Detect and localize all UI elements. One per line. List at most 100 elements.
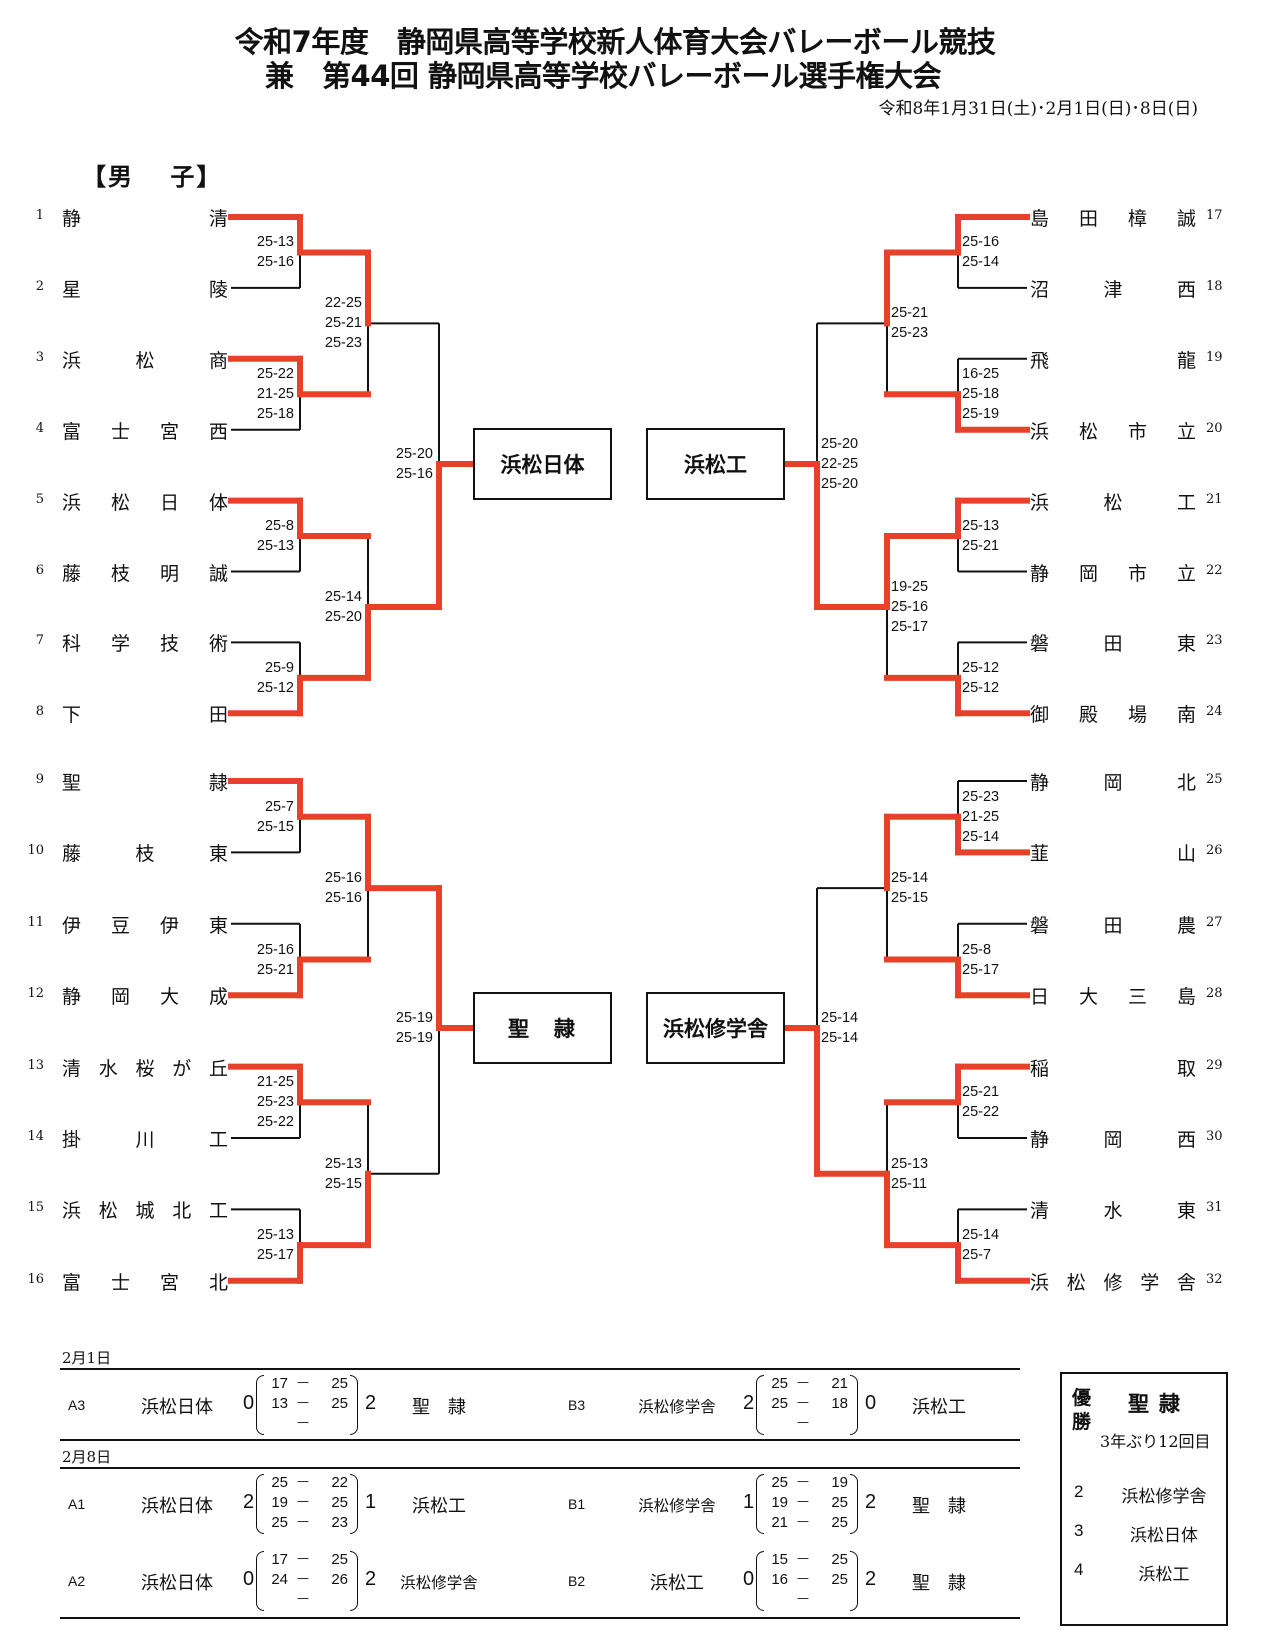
team-name-char: 樟 <box>1127 208 1147 230</box>
set-score-row: 25－18 <box>758 1394 850 1414</box>
team-name-char: 市 <box>1127 420 1147 443</box>
team-name: 富士宮北 <box>62 1268 228 1295</box>
match-right-team: 聖 隷 <box>912 1573 966 1594</box>
paren-close <box>850 1551 858 1611</box>
match-left-sets: 2 <box>743 1392 755 1414</box>
title-line-1: 令和7年度 静岡県高等学校新人体育大会バレーボール競技 <box>234 25 996 59</box>
match-code: A2 <box>68 1573 86 1589</box>
set-score-left: 25 <box>271 1474 288 1491</box>
set-score-dash: － <box>795 1494 811 1511</box>
match-score: 25-23 21-25 25-14 <box>962 788 1000 845</box>
set-score-row: 25－23 <box>258 1513 350 1533</box>
match-left-team: 浜松日体 <box>141 1397 213 1418</box>
match-right-sets: 2 <box>865 1568 877 1590</box>
rank-3-number: 3 <box>1074 1521 1084 1540</box>
team-name-char: 田 <box>1103 633 1123 656</box>
team-name-char: 松 <box>1103 491 1123 514</box>
team-name-char: 磐 <box>1030 633 1050 656</box>
match-score: 25-21 25-23 <box>891 305 929 342</box>
team-name-char: 舎 <box>1176 1271 1196 1294</box>
team-name-char: 下 <box>62 704 82 727</box>
team-seed: 22 <box>1206 562 1223 578</box>
match-code: A1 <box>68 1496 86 1512</box>
team-seed: 30 <box>1206 1129 1223 1144</box>
match-left-sets: 2 <box>243 1491 255 1513</box>
set-score-row: － <box>258 1414 350 1434</box>
match-score: 25-9 25-12 <box>256 659 294 696</box>
team-seed: 9 <box>35 772 44 787</box>
team-name-char: 津 <box>1103 278 1123 301</box>
team-name-char: 清 <box>1030 1200 1050 1223</box>
set-score-right: 25 <box>331 1375 348 1392</box>
team-name-char: 清 <box>208 208 228 230</box>
set-score-left: 19 <box>271 1494 288 1511</box>
divider <box>60 1617 1020 1619</box>
team-seed: 13 <box>27 1057 44 1073</box>
team-name-char: 枝 <box>135 843 155 866</box>
set-score-right: 26 <box>331 1571 348 1588</box>
team-name-char: 宮 <box>159 420 179 443</box>
team-name-char: 静 <box>62 986 82 1009</box>
match-score: 25-22 21-25 25-18 <box>256 366 294 423</box>
team-name-char: 日 <box>1030 986 1050 1009</box>
team-seed: 31 <box>1206 1200 1223 1216</box>
rank-4-team: 浜松工 <box>1138 1565 1190 1585</box>
set-score-row: 19－25 <box>258 1493 350 1513</box>
set-score-row: 15－25 <box>758 1550 850 1570</box>
set-score-right: 25 <box>831 1494 848 1511</box>
team-seed: 29 <box>1206 1057 1223 1073</box>
set-score-dash: － <box>795 1571 811 1588</box>
match-right-sets: 2 <box>865 1491 877 1513</box>
team-name-char: 明 <box>159 562 179 585</box>
team-name-char: 南 <box>1176 704 1196 727</box>
team-seed: 20 <box>1206 420 1223 436</box>
match-left-team: 浜松日体 <box>141 1573 213 1594</box>
team-name-char: 隷 <box>208 772 228 794</box>
team-name: 日大三島 <box>1030 982 1196 1009</box>
team-seed: 32 <box>1206 1271 1223 1287</box>
match-score: 25-13 25-21 <box>962 518 1000 555</box>
team-name-char: 学 <box>110 633 130 656</box>
set-score-row: 17－25 <box>258 1550 350 1570</box>
match-code: B1 <box>568 1496 586 1512</box>
set-score-left: 19 <box>771 1494 788 1511</box>
team-name-char: 岡 <box>1103 1129 1123 1151</box>
match-right-sets: 2 <box>365 1568 377 1590</box>
team-name: 静岡西 <box>1030 1125 1196 1152</box>
set-score-row: 25－22 <box>258 1473 350 1493</box>
team-seed: 18 <box>1206 278 1223 294</box>
paren-close <box>350 1551 358 1611</box>
match-left-team: 浜松修学舎 <box>638 1497 716 1515</box>
set-score-row: 13－25 <box>258 1394 350 1414</box>
match-right-sets: 2 <box>365 1392 377 1414</box>
set-score-right: 18 <box>831 1395 848 1412</box>
set-score-right: 25 <box>331 1551 348 1568</box>
team-name-char: 東 <box>1176 633 1196 656</box>
team-name-char: 体 <box>208 491 228 514</box>
team-name-char: 飛 <box>1030 349 1050 372</box>
set-score-row: － <box>258 1590 350 1610</box>
set-score-row: 17－25 <box>258 1374 350 1394</box>
team-name: 浜松市立 <box>1030 417 1196 444</box>
team-seed: 15 <box>27 1200 44 1216</box>
set-score-right: 25 <box>831 1514 848 1531</box>
team-name: 稲取 <box>1030 1054 1196 1081</box>
set-score-left: 21 <box>771 1514 788 1531</box>
team-name-char: 科 <box>62 633 82 656</box>
team-seed: 28 <box>1206 986 1223 1002</box>
team-name: 磐田東 <box>1030 629 1196 656</box>
match-score: 25-8 25-17 <box>962 941 1000 978</box>
team-name-char: 豆 <box>110 914 130 937</box>
set-score-right: 25 <box>331 1395 348 1412</box>
set-score-dash: － <box>295 1571 311 1588</box>
team-name-char: 工 <box>1176 491 1196 514</box>
match-right-team: 浜松工 <box>912 1397 966 1418</box>
team-name-char: 静 <box>1030 772 1050 794</box>
team-name: 静清 <box>62 204 228 231</box>
set-score-dash: － <box>295 1395 311 1412</box>
set-score-row: 25－21 <box>758 1374 850 1394</box>
paren-close <box>850 1375 858 1435</box>
team-name-char: 山 <box>1176 843 1196 866</box>
